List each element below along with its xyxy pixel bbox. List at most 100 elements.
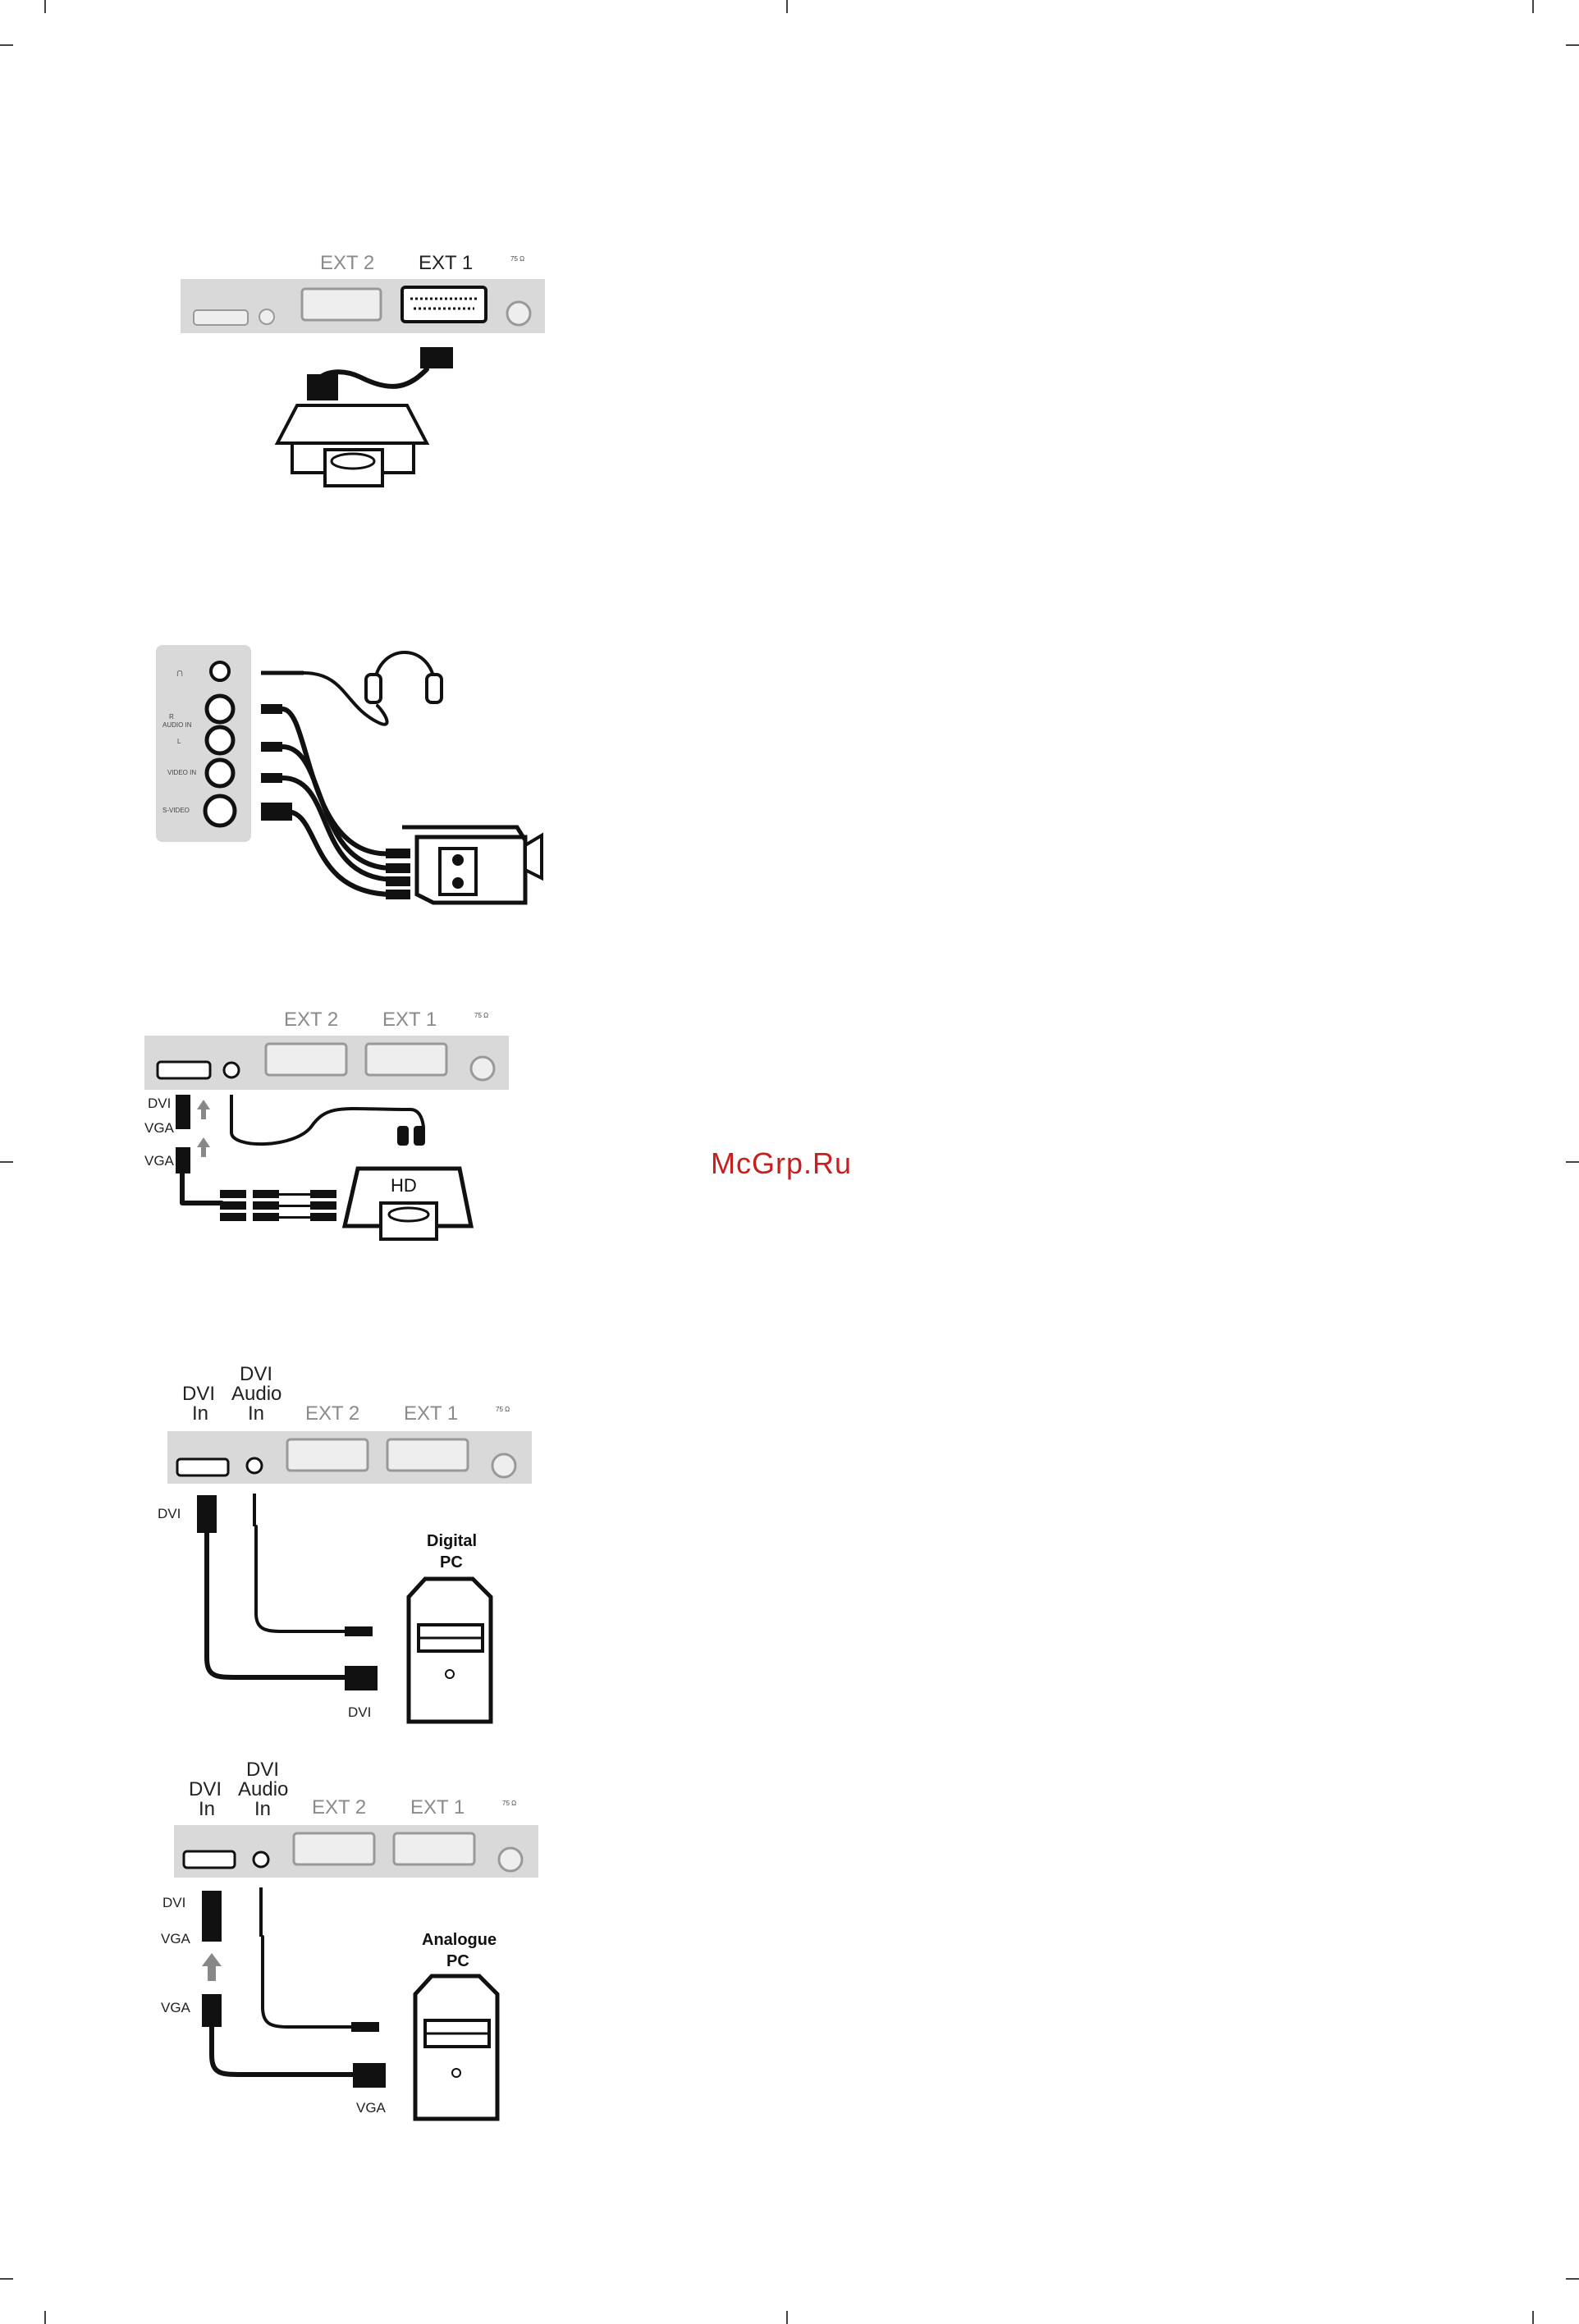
audio-cable [256, 1526, 345, 1631]
audio-r-label: R [169, 713, 174, 721]
dvi-bottom-label: DVI [348, 1704, 371, 1720]
ext2-label: EXT 2 [320, 252, 374, 274]
dvi-port [194, 310, 248, 325]
audio-l-jack [207, 727, 233, 753]
dvi-audio-label-1: DVI [240, 1363, 272, 1385]
dvi-label: DVI [148, 1096, 171, 1111]
antenna-port [492, 1454, 515, 1477]
disc-icon [389, 1208, 428, 1221]
dvi-cable [207, 1533, 345, 1677]
pc-label-1: Analogue [422, 1931, 497, 1949]
ext2-scart-port [294, 1833, 374, 1864]
audio-l-label: L [177, 738, 181, 745]
svideo-plug [261, 803, 292, 821]
video-jack [207, 760, 233, 786]
dvi-in-label-2: In [199, 1798, 215, 1820]
vga-plug [202, 1994, 222, 2027]
ohm-label: 75 Ω [510, 255, 524, 263]
headphone-icon: ∩ [176, 666, 184, 679]
headphone-jack [211, 662, 229, 680]
dvi-in-label-1: DVI [189, 1778, 222, 1800]
ext1-scart-port [366, 1044, 446, 1075]
dvi-audio-label-1: DVI [246, 1759, 279, 1781]
dvi-port [184, 1851, 235, 1868]
component-cables [220, 1190, 336, 1221]
ohm-label: 75 Ω [474, 1012, 488, 1019]
audio-plug-pc [345, 1626, 373, 1636]
antenna-port [507, 302, 530, 325]
vga-cable [182, 1173, 222, 1203]
dvi-left-label: DVI [158, 1506, 181, 1521]
camcorder-icon [386, 827, 542, 903]
audio-l-plug [261, 742, 282, 752]
rca-plug [414, 1126, 425, 1146]
video-plug [261, 773, 282, 783]
ext1-scart-port [402, 287, 486, 322]
ext2-scart-port [302, 289, 381, 320]
vga-label-1: VGA [144, 1120, 175, 1136]
ext1-scart-port [387, 1439, 468, 1471]
diagram-analogue-pc: DVI In DVI Audio In EXT 2 EXT 1 75 Ω DVI… [161, 1759, 538, 2119]
audio-port [254, 1852, 268, 1867]
ext2-label: EXT 2 [312, 1796, 366, 1818]
ohm-label: 75 Ω [502, 1800, 516, 1807]
dvi-plug [197, 1495, 217, 1533]
ext1-label: EXT 1 [410, 1796, 465, 1818]
vga-plug [176, 1147, 190, 1173]
dvi-left-label: DVI [162, 1895, 185, 1910]
arrow-up-icon [197, 1137, 210, 1157]
scart-plug-bottom [307, 374, 338, 400]
audio-r-jack [207, 696, 233, 722]
ext2-scart-port [266, 1044, 346, 1075]
audio-cable [263, 1937, 351, 2027]
diagram-scart-dvd: EXT 2 EXT 1 75 Ω [181, 252, 545, 486]
ext2-label: EXT 2 [284, 1009, 338, 1031]
disc-icon [332, 454, 374, 469]
dvd-player-top [277, 405, 427, 443]
diagram-digital-pc: DVI In DVI Audio In EXT 2 EXT 1 75 Ω DVI… [158, 1363, 532, 1722]
audio-r-plug [261, 704, 282, 714]
dvi-port [177, 1459, 228, 1475]
vga-label-2: VGA [144, 1153, 175, 1169]
dvi-plug-pc [345, 1666, 378, 1690]
vga-left-label-1: VGA [161, 1931, 191, 1947]
ext1-label: EXT 1 [382, 1009, 437, 1031]
arrow-up-icon [197, 1100, 210, 1119]
audio-port [259, 309, 274, 324]
ext1-label: EXT 1 [419, 252, 473, 274]
svideo-jack [205, 796, 235, 826]
pc-label-1: Digital [427, 1532, 477, 1550]
vga-plug-pc [353, 2063, 386, 2088]
rca-plug [397, 1126, 409, 1146]
svideo-label: S-VIDEO [162, 807, 190, 814]
pc-label-2: PC [440, 1553, 463, 1571]
vga-bottom-label: VGA [356, 2100, 387, 2116]
dvi-port [158, 1062, 210, 1078]
antenna-port [471, 1057, 494, 1080]
dvi-audio-label-3: In [254, 1798, 271, 1820]
diagram-hd-device: EXT 2 EXT 1 75 Ω DVI VGA VGA HD [144, 1009, 509, 1239]
hd-label: HD [391, 1175, 417, 1196]
ext2-scart-port [287, 1439, 368, 1471]
dvi-in-label-1: DVI [182, 1383, 215, 1405]
audio-cable [231, 1109, 423, 1144]
audio-plug-pc [351, 2022, 379, 2032]
dvi-audio-label-3: In [248, 1402, 264, 1425]
arrow-up-icon [202, 1953, 222, 1981]
antenna-port [499, 1848, 522, 1871]
dvi-vga-adapter [176, 1095, 190, 1129]
scart-plug-top [420, 347, 453, 368]
ext2-label: EXT 2 [305, 1402, 359, 1425]
audio-port [247, 1458, 262, 1473]
dvi-in-label-2: In [192, 1402, 208, 1425]
vga-left-label-2: VGA [161, 2000, 191, 2015]
dvi-audio-label-2: Audio [238, 1778, 288, 1800]
headphone-cup-right [427, 675, 442, 702]
ext1-scart-port [394, 1833, 474, 1864]
headphone-cup-left [366, 675, 381, 702]
dvi-audio-label-2: Audio [231, 1383, 281, 1405]
audio-in-label: AUDIO IN [162, 721, 192, 729]
video-in-label: VIDEO IN [167, 769, 196, 776]
vga-cable [212, 2027, 353, 2075]
